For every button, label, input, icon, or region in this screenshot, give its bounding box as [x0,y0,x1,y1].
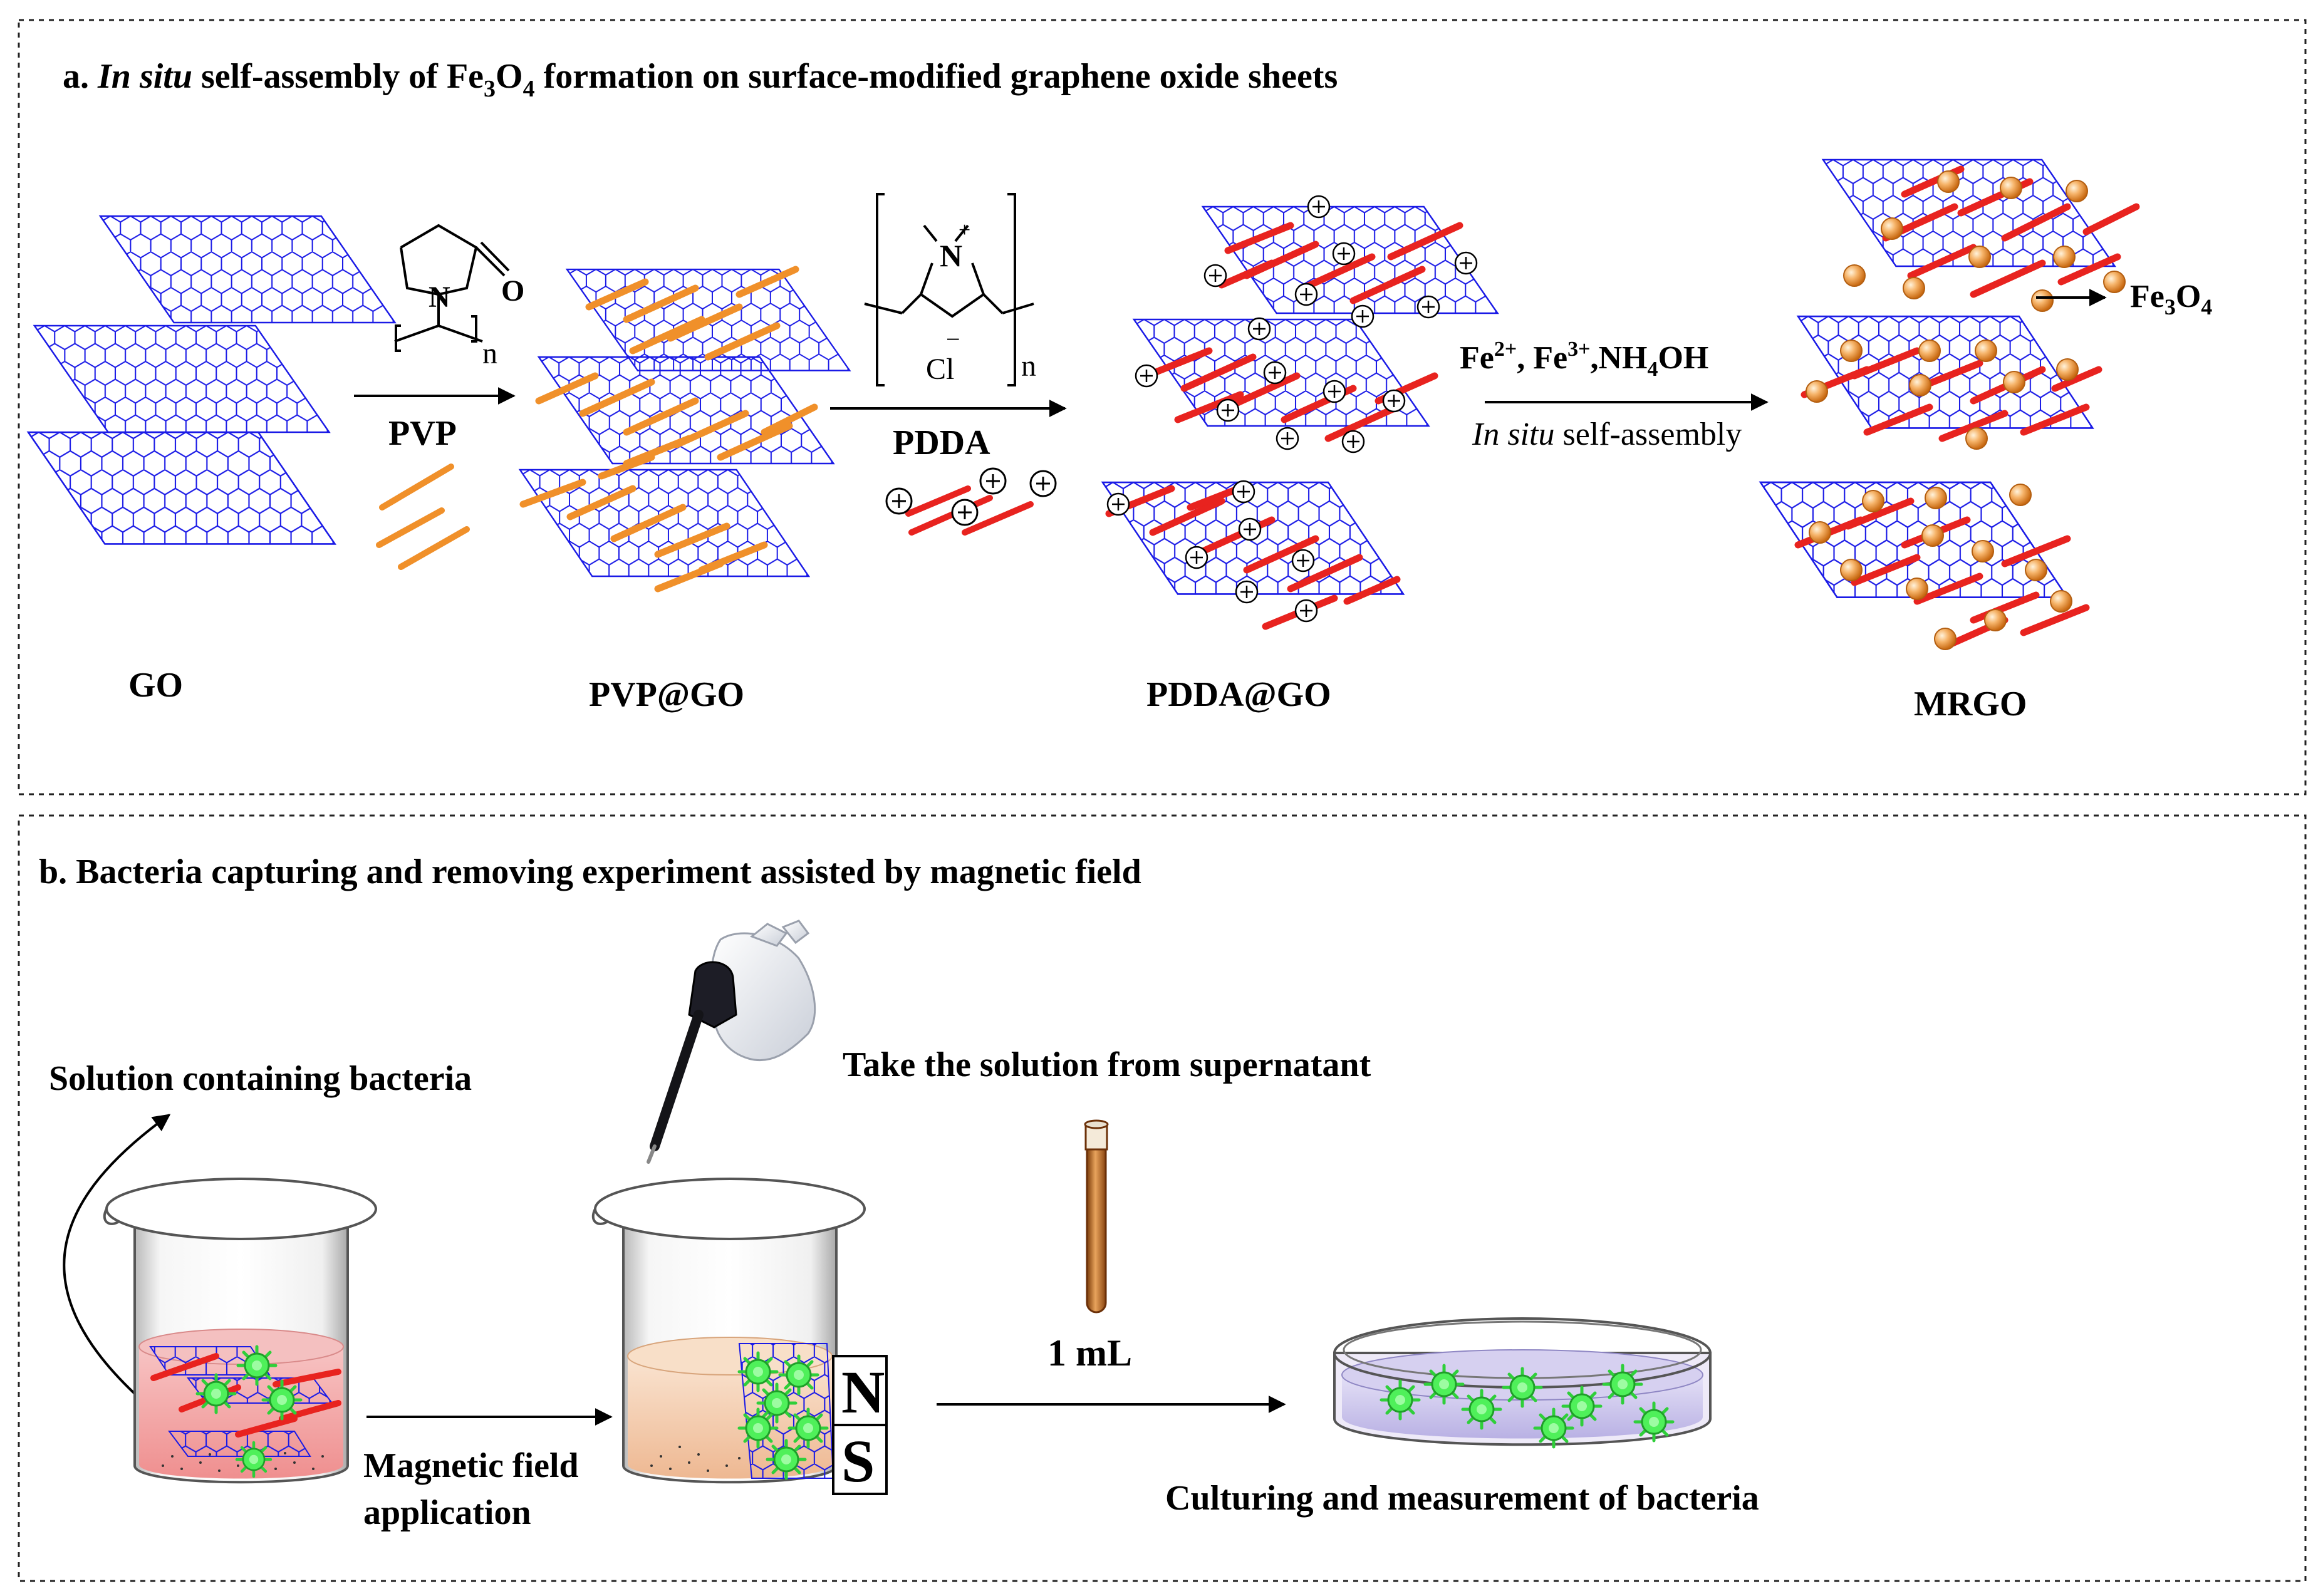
step3-reagents: Fe2+, Fe3+,NH4OH [1460,338,1708,381]
beaker-1 [103,1178,377,1484]
pdda-go-label: PDDA@GO [1146,675,1331,714]
magnet-s-label: S [841,1428,875,1495]
pvp-go-stack [519,266,851,593]
volume-label: 1 mL [1047,1332,1132,1374]
mrgo-stack [1759,158,2140,650]
magnetic-label-line2: application [363,1493,531,1532]
pvp-label: PVP [388,414,457,453]
pdda-charge-signs [1112,200,1472,617]
magnetic-label-line1: Magnetic field [363,1446,579,1485]
step3-condition: In situ self-assembly [1472,417,1742,452]
magnet [832,1355,888,1495]
test-tube [1084,1119,1109,1314]
pdda-go-stack [1101,195,1499,630]
pvp-repeat-n: n [482,337,497,370]
pvp-atom-o: O [501,274,524,308]
fe3o4-particles [1806,170,2126,650]
pdda-anion-cl: Cl [926,353,954,386]
pdda-plus: + [959,219,970,242]
pvp-atom-n: N [429,281,450,314]
pdda-structure [864,193,1034,386]
culture-label: Culturing and measurement of bacteria [1165,1479,1759,1518]
go-stack [27,215,396,545]
petri-dish [1333,1317,1712,1447]
supernatant-label: Take the solution from supernatant [843,1045,1371,1084]
panel-b-frame [18,814,2307,1582]
pvp-go-label: PVP@GO [589,675,744,714]
solution-label: Solution containing bacteria [49,1059,472,1098]
mrgo-label: MRGO [1914,685,2027,723]
solution-curved-arrow [63,1114,171,1395]
pdda-atom-n: N [940,238,962,273]
pdda-chains-icon [885,467,1057,536]
pdda-minus: − [946,325,960,353]
fe3o4-callout: Fe3O4 [2130,279,2212,319]
pvp-structure [394,224,510,352]
pipette-with-glove [647,920,816,1164]
pvp-chains-icon [376,464,470,570]
pdda-label: PDDA [893,423,990,462]
go-label: GO [128,666,183,705]
panel-a-title: a. In situ self-assembly of Fe3O4 format… [63,57,1338,102]
panel-b-title: b. Bacteria capturing and removing exper… [39,852,1141,891]
panel-a-frame [18,19,2307,795]
magnet-n-label: N [841,1359,885,1426]
pdda-repeat-n: n [1021,350,1036,383]
beaker-2 [591,1178,866,1484]
